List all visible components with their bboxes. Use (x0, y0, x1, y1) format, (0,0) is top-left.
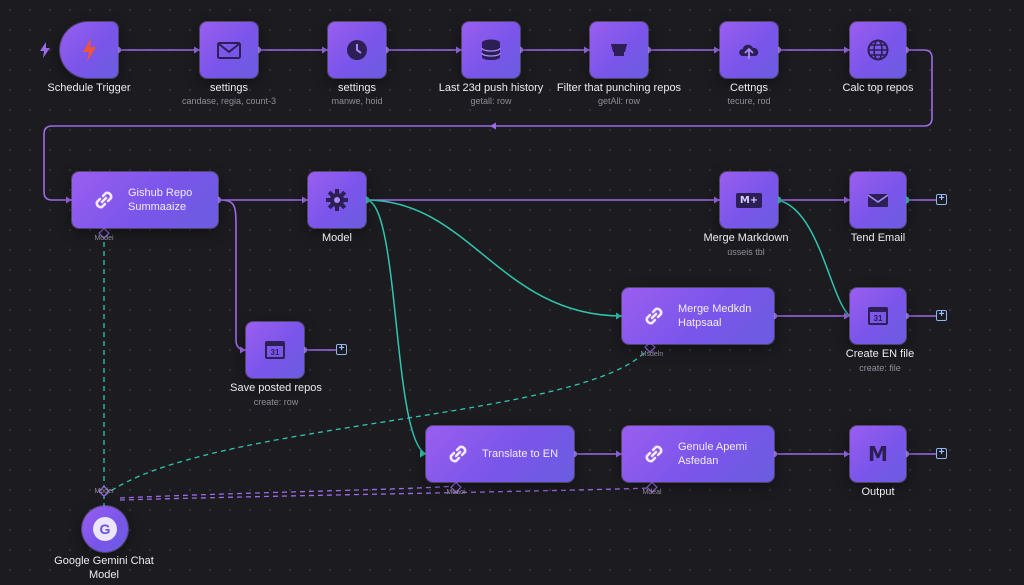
genule-apemi-model-port-label: Mdeal (642, 489, 662, 496)
filter-repos-label: Filter that punching repos (556, 82, 682, 94)
settings-1-sub: candase, regia, count-3 (181, 96, 277, 106)
tend-email-add-button[interactable]: + (936, 194, 947, 205)
output-node[interactable]: M (850, 426, 906, 482)
model-node[interactable] (308, 172, 366, 228)
gemini-chat-model-label-line1: Google Gemini Chat (54, 555, 154, 567)
merge-markdown-2-model-port-label: Msdeln (640, 351, 664, 358)
mail-icon (217, 42, 241, 59)
cettngs-label: Cettngs (730, 82, 768, 94)
merge-markdown-2-line2: Hatpsaal (678, 317, 722, 329)
wire-gemini-translate (119, 485, 457, 499)
create-en-file-node[interactable]: 31 (850, 288, 906, 344)
merge-markdown-2-line1: Merge Medkdn (678, 303, 752, 315)
wire-github-save (217, 199, 247, 351)
cettngs-node[interactable] (720, 22, 778, 78)
merge-markdown-1-node[interactable]: M+ (720, 172, 778, 228)
calendar-icon: 31 (265, 341, 285, 359)
last-push-history-node[interactable] (462, 22, 520, 78)
calc-top-repos-label: Calc top repos (842, 82, 914, 94)
gemini-chat-model-node[interactable]: G (82, 506, 128, 552)
merge-markdown-1-label: Merge Markdown (703, 232, 789, 244)
filter-icon (611, 44, 627, 56)
calc-top-repos-node[interactable] (850, 22, 906, 78)
output-label: Output (861, 486, 895, 498)
globe-icon (867, 39, 889, 61)
translate-to-en-node[interactable]: Translate to EN (426, 426, 574, 482)
genule-apemi-node[interactable]: Genule Apemi Asfedan (622, 426, 774, 482)
gemini-chat-model-label-line2: Model (89, 569, 119, 581)
cettngs-sub: tecure, rod (727, 96, 771, 106)
create-en-file-label: Create EN file (845, 348, 915, 360)
wire-merge1-create (777, 199, 851, 317)
mail-icon (867, 194, 889, 207)
link-icon (645, 307, 663, 325)
save-posted-repos-label: Save posted repos (230, 382, 322, 394)
genule-apemi-line1: Genule Apemi (678, 441, 748, 453)
filter-repos-sub: getAll: row (597, 96, 641, 106)
last-push-history-label: Last 23d push history (438, 82, 544, 94)
translate-to-en-model-port-label: Moaoi (446, 489, 466, 496)
create-en-file-add-button[interactable]: + (936, 310, 947, 321)
translate-to-en-line1: Translate to EN (482, 448, 559, 460)
google-g-icon: G (93, 517, 117, 541)
genule-apemi-line2: Asfedan (678, 455, 719, 467)
settings-2-label: settings (338, 82, 376, 94)
link-icon (449, 445, 467, 463)
link-icon (645, 445, 663, 463)
calendar-icon: 31 (868, 307, 888, 325)
bolt-icon (83, 38, 96, 62)
save-posted-repos-add-button[interactable]: + (336, 344, 347, 355)
settings-2-sub: manwe, hoid (331, 96, 383, 106)
merge-markdown-2-node[interactable]: Merge Medkdn Hatpsaal (622, 288, 774, 344)
wire-model-merge2 (365, 199, 623, 317)
save-posted-repos-node[interactable]: 31 (246, 322, 304, 378)
trigger-bolt-icon (40, 42, 50, 58)
cloud-upload-icon (739, 44, 759, 59)
schedule-trigger-node[interactable] (60, 22, 118, 78)
merge-markdown-1-sub: usseis tbl (727, 247, 765, 257)
gemini-model-port-label: Modei (94, 488, 114, 495)
create-en-file-sub: create: file (859, 363, 901, 373)
github-summarize-node[interactable]: Gishub Repo Summaaize (72, 172, 218, 228)
output-add-button[interactable]: + (936, 448, 947, 459)
wire-calc-wrap (43, 49, 933, 201)
tend-email-node[interactable] (850, 172, 906, 228)
settings-1-label: settings (210, 82, 248, 94)
clock-icon (347, 40, 367, 60)
wire-gemini-merge2 (103, 345, 651, 497)
wire-model-translate (365, 199, 427, 455)
wire-gemini-genule (119, 487, 653, 501)
settings-node-2[interactable] (328, 22, 386, 78)
link-icon (95, 191, 113, 209)
github-summarize-model-port-label: Modei (94, 235, 114, 242)
gear-icon (326, 189, 348, 211)
markdown-icon: M+ (735, 192, 763, 208)
github-summarize-line2: Summaaize (128, 201, 187, 213)
tend-email-label: Tend Email (850, 232, 906, 244)
github-summarize-line1: Gishub Repo (128, 187, 193, 199)
database-icon (481, 39, 501, 60)
settings-node-1[interactable] (200, 22, 258, 78)
schedule-trigger-label: Schedule Trigger (47, 82, 131, 94)
last-push-history-sub: getall: row (470, 96, 512, 106)
filter-repos-node[interactable] (590, 22, 648, 78)
gmail-icon: M (868, 442, 888, 466)
model-label: Model (322, 232, 352, 244)
save-posted-repos-sub: create: row (253, 397, 299, 407)
